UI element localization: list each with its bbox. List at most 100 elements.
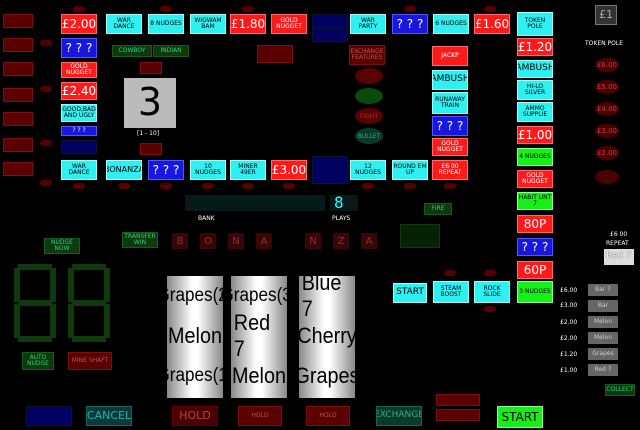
plays-label: PLAYS xyxy=(332,215,351,222)
trail-dot xyxy=(160,6,172,12)
dim-left-tile xyxy=(3,162,33,176)
trail-dot xyxy=(444,270,456,276)
nudges-tile: 8 NUDGES xyxy=(148,14,184,34)
feature-start-button[interactable]: START xyxy=(393,283,427,303)
dim-tile xyxy=(140,62,162,74)
win-symbol: Melon xyxy=(588,332,618,344)
exchange-features-label: EXCHANGE FEATURES xyxy=(349,45,385,65)
reel-2: Grapes(3) Red 7 Melon xyxy=(220,276,298,398)
trail-dot xyxy=(362,183,374,189)
win-symbol: Bar 7 xyxy=(588,284,618,296)
bank-display xyxy=(185,195,325,211)
trail-dot xyxy=(242,183,254,189)
reel-symbol: Blue 7 xyxy=(301,270,342,321)
repeat-tile: £6 00 REPEAT xyxy=(432,160,468,180)
win-symbol: Grapes xyxy=(588,348,618,360)
nudges-tile: 4 NUDGES xyxy=(517,148,553,166)
hold-button-3[interactable]: HOLD xyxy=(306,406,350,426)
reel-symbol: Grapes(3) xyxy=(220,285,298,306)
dim-button[interactable] xyxy=(436,409,480,421)
gold-nugget-tile: GOLD NUGGET xyxy=(517,170,553,188)
trail-dot xyxy=(160,183,172,189)
token-pole-step xyxy=(595,170,619,184)
dim-left-tile xyxy=(3,138,33,152)
gold-nugget-tile: GOLD NUGGET xyxy=(61,62,97,78)
dice-display: 3 xyxy=(124,78,176,128)
runaway-train-tile: RUNAWAY TRAIN xyxy=(432,92,468,114)
price-tile: £1.80 xyxy=(230,14,266,34)
wigwam-tile: WIGWAM BAM xyxy=(190,14,226,34)
cancel-button[interactable]: CANCEL xyxy=(86,406,132,426)
nudges-tile: 6 NUDGES xyxy=(433,14,469,34)
win-symbol: Melon xyxy=(588,316,618,328)
war-dance-tile: WAR DANCE xyxy=(61,160,97,180)
reel-3: Blue 7 Cherry Grapes xyxy=(295,270,359,398)
gold-nugget-tile: GOLD NUGGET xyxy=(432,138,468,156)
bonanza-letter: N xyxy=(228,233,244,249)
ambush-tile: AMBUSH xyxy=(517,60,553,78)
hold-button-1[interactable]: HOLD xyxy=(172,406,218,426)
reel-symbol: Grapes(2) xyxy=(156,285,234,306)
nudge-led-display xyxy=(12,262,118,346)
jackpot-tile: JACKP xyxy=(432,46,468,66)
price-tile: £1.60 xyxy=(474,14,510,34)
bonanza-letter: N xyxy=(305,233,321,249)
token-pole-step: £4.00 xyxy=(595,102,619,116)
start-button[interactable]: START xyxy=(497,406,543,428)
trail-dot xyxy=(202,183,214,189)
dim-tile xyxy=(257,45,293,63)
trail-dot xyxy=(73,183,85,189)
plays-display xyxy=(330,195,358,211)
dim-left-tile xyxy=(3,112,33,126)
ambush-tile: AMBUSH xyxy=(432,70,468,90)
token-pole-step: £2.00 xyxy=(595,146,619,160)
reel-symbol: Melon xyxy=(232,363,286,388)
fire-label: FIRE xyxy=(424,203,452,215)
token-pole-step: £3.00 xyxy=(595,124,619,138)
trail-dot xyxy=(40,180,52,186)
bonanza-letter: B xyxy=(172,233,188,249)
trail-dot xyxy=(484,6,496,12)
win-prize: £2.00 xyxy=(560,335,578,342)
habit-tile: HABIT UNT 7 xyxy=(517,192,553,210)
win-prize: £1.20 xyxy=(560,351,578,358)
ammo-supplie-tile: AMMO SUPPLIE xyxy=(517,102,553,122)
exchange-button[interactable]: EXCHANGE xyxy=(376,406,422,426)
mystery-tile: ? ? ? xyxy=(517,238,553,256)
trail-dot xyxy=(283,183,295,189)
price-tile: £1.20 xyxy=(517,38,553,56)
bonanza-letter: O xyxy=(200,233,216,249)
dim-tile xyxy=(312,28,348,42)
dim-tile xyxy=(140,143,162,155)
reel-symbol: Grapes(1) xyxy=(156,365,234,386)
dim-button[interactable] xyxy=(436,394,480,406)
bonanza-letter: A xyxy=(256,233,272,249)
mystery-tile: ? ? ? xyxy=(432,116,468,136)
indian-label: INDIAN xyxy=(153,45,189,57)
dim-button[interactable] xyxy=(26,406,72,426)
feature-oval xyxy=(355,88,383,104)
hold-button-2[interactable]: HOLD xyxy=(238,406,282,426)
mystery-tile: ? ? ? xyxy=(61,126,97,136)
repeat-label: REPEAT xyxy=(606,240,629,247)
steam-boost-tile: STEAM BOOST xyxy=(433,281,469,303)
repeat-amount: £6 00 xyxy=(610,231,628,238)
mine-shaft-label: MINE SHAFT xyxy=(68,352,112,370)
win-symbol: Red 7 xyxy=(588,364,618,376)
dim-left-tile xyxy=(3,88,33,102)
reel-symbol: Cherry xyxy=(297,323,357,348)
round-em-up-tile: ROUND EM UP xyxy=(392,160,428,180)
nudge-now-button[interactable]: NUDGE NOW xyxy=(44,238,80,254)
trail-dot xyxy=(484,306,496,312)
token-pole-title: TOKEN POLE xyxy=(585,40,623,47)
transfer-win-label: TRANSFER WIN xyxy=(122,232,158,248)
war-party-tile: WAR PARTY xyxy=(350,14,386,34)
trail-dot xyxy=(404,183,416,189)
collect-button[interactable]: COLLECT xyxy=(605,384,635,396)
good-bad-ugly-tile: GOOD,BAD AND UGLY xyxy=(61,104,97,122)
trail-dot xyxy=(242,6,254,12)
price-tile: 80P xyxy=(517,215,553,233)
hi-lo-silver-tile: HI-LO SILVER xyxy=(517,80,553,100)
trail-dot xyxy=(404,6,416,12)
credit-display: £1 xyxy=(595,5,617,25)
